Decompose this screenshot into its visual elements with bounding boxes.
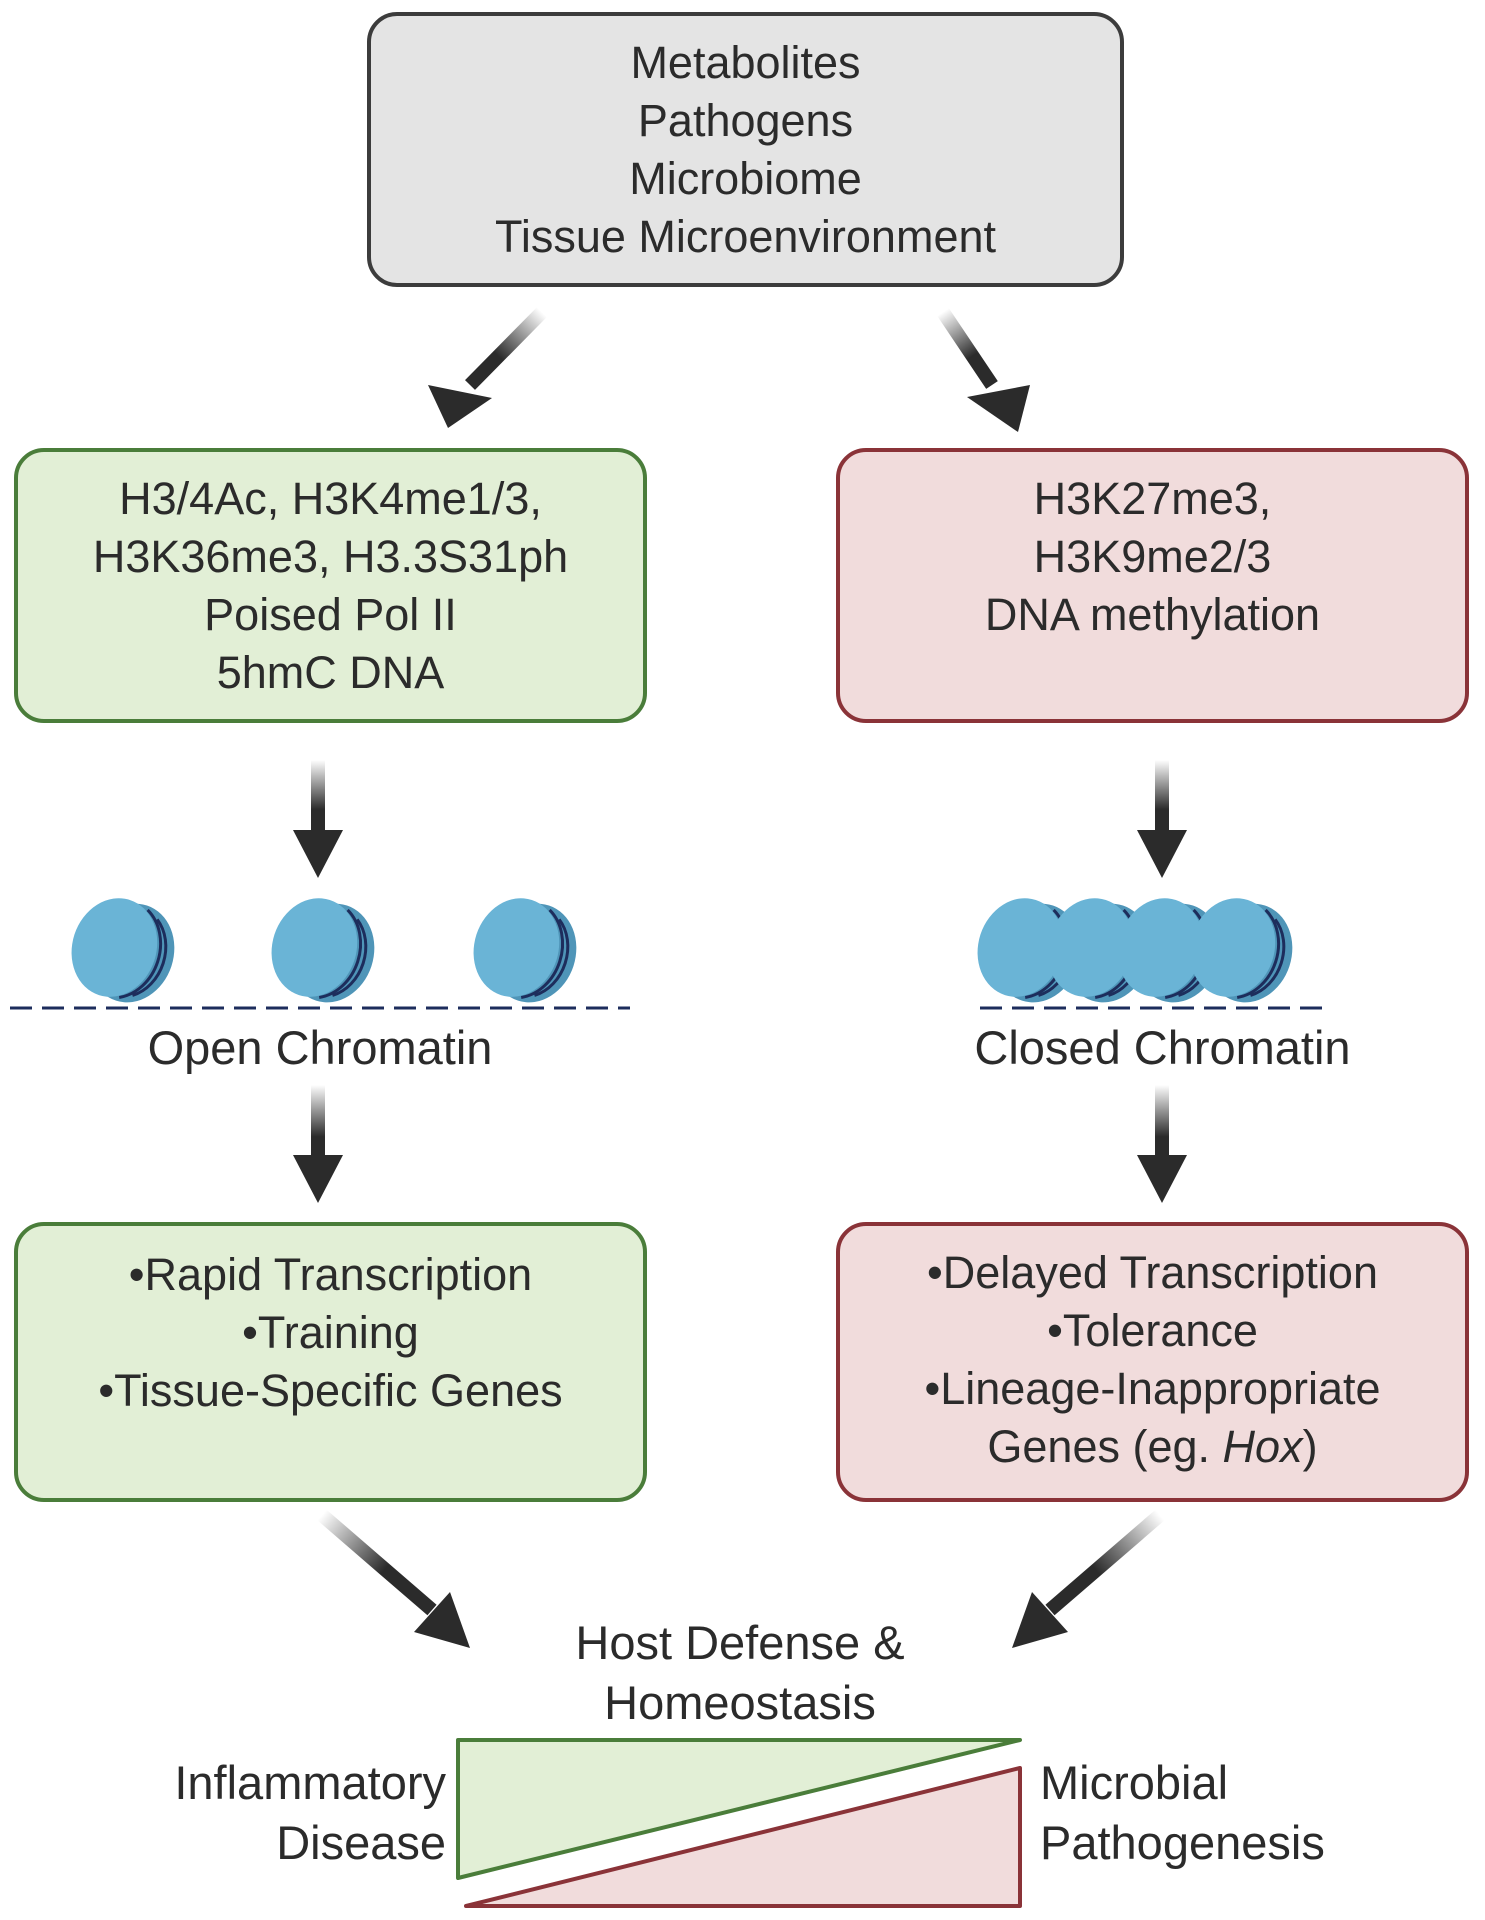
mark-line: H3/4Ac, H3K4me1/3,: [119, 472, 542, 524]
inflammatory-wedge: [456, 1738, 1022, 1880]
input-tissue-microenvironment: Tissue Microenvironment: [495, 210, 996, 262]
outcome-line: •Delayed Transcription: [927, 1247, 1378, 1298]
arrow-to-closed-marks: [937, 308, 1030, 432]
mark-line: H3K27me3,: [1033, 473, 1272, 524]
closed-chromatin-label: Closed Chromatin: [974, 1021, 1351, 1074]
outcome-line-suffix: ): [1302, 1421, 1318, 1472]
outcome-line-gene: Hox: [1222, 1421, 1303, 1472]
environmental-inputs-box: Metabolites Pathogens Microbiome Tissue …: [367, 12, 1124, 287]
outcome-line: •Tissue-Specific Genes: [98, 1365, 563, 1416]
closed-chromatin-marks-box: H3K27me3, H3K9me2/3 DNA methylation: [836, 448, 1469, 723]
input-pathogens: Pathogens: [637, 94, 854, 146]
open-chromatin-label: Open Chromatin: [147, 1021, 493, 1074]
outcome-line-prefix: Genes (eg.: [987, 1421, 1223, 1472]
mark-line: DNA methylation: [984, 589, 1321, 640]
arrow-open-to-balance: [317, 1509, 470, 1648]
outcome-line: •Rapid Transcription: [128, 1249, 533, 1300]
input-metabolites: Metabolites: [630, 36, 861, 88]
nucleosome: [271, 898, 375, 1003]
balance-title-line: Homeostasis: [604, 1676, 876, 1729]
arrow-to-open-outcomes: [293, 1085, 343, 1203]
nucleosome: [473, 898, 577, 1003]
outcome-line: •Tolerance: [1047, 1305, 1258, 1356]
open-chromatin-marks-box: H3/4Ac, H3K4me1/3, H3K36me3, H3.3S31ph P…: [14, 448, 647, 723]
pathogenesis-wedge: [464, 1766, 1022, 1908]
open-outcomes-box: •Rapid Transcription •Training •Tissue-S…: [14, 1222, 647, 1502]
arrow-closed-to-balance: [1012, 1509, 1165, 1648]
open-chromatin-graphic: [10, 898, 630, 1010]
mark-line: H3K9me2/3: [1033, 531, 1272, 582]
arrow-to-open-marks: [428, 307, 547, 428]
inflammatory-disease-label: Inflammatory Disease: [80, 1753, 446, 1873]
outcome-line: •Lineage-Inappropriate: [924, 1363, 1381, 1414]
arrow-to-closed-chromatin: [1137, 760, 1187, 878]
mark-line: 5hmC DNA: [216, 646, 445, 698]
inflammatory-label-line: Disease: [276, 1816, 446, 1869]
balance-title: Host Defense & Homeostasis: [490, 1613, 990, 1733]
balance-title-line: Host Defense &: [575, 1616, 905, 1669]
pathogenesis-label-line: Pathogenesis: [1040, 1816, 1325, 1869]
input-microbiome: Microbiome: [629, 152, 862, 204]
arrow-to-closed-outcomes: [1137, 1085, 1187, 1203]
nucleosome: [1189, 898, 1293, 1003]
mark-line: H3K36me3, H3.3S31ph: [92, 530, 569, 582]
closed-chromatin-graphic: [977, 898, 1330, 1010]
inflammatory-label-line: Inflammatory: [174, 1756, 446, 1809]
pathogenesis-label-line: Microbial: [1040, 1756, 1229, 1809]
outcome-line: •Training: [242, 1307, 419, 1358]
closed-outcomes-box: •Delayed Transcription •Tolerance •Linea…: [836, 1222, 1469, 1502]
outcome-line: Genes (eg. Hox): [987, 1418, 1317, 1476]
arrow-to-open-chromatin: [293, 760, 343, 878]
mark-line: Poised Pol II: [204, 588, 457, 640]
microbial-pathogenesis-label: Microbial Pathogenesis: [1040, 1753, 1440, 1873]
nucleosome: [71, 898, 175, 1003]
